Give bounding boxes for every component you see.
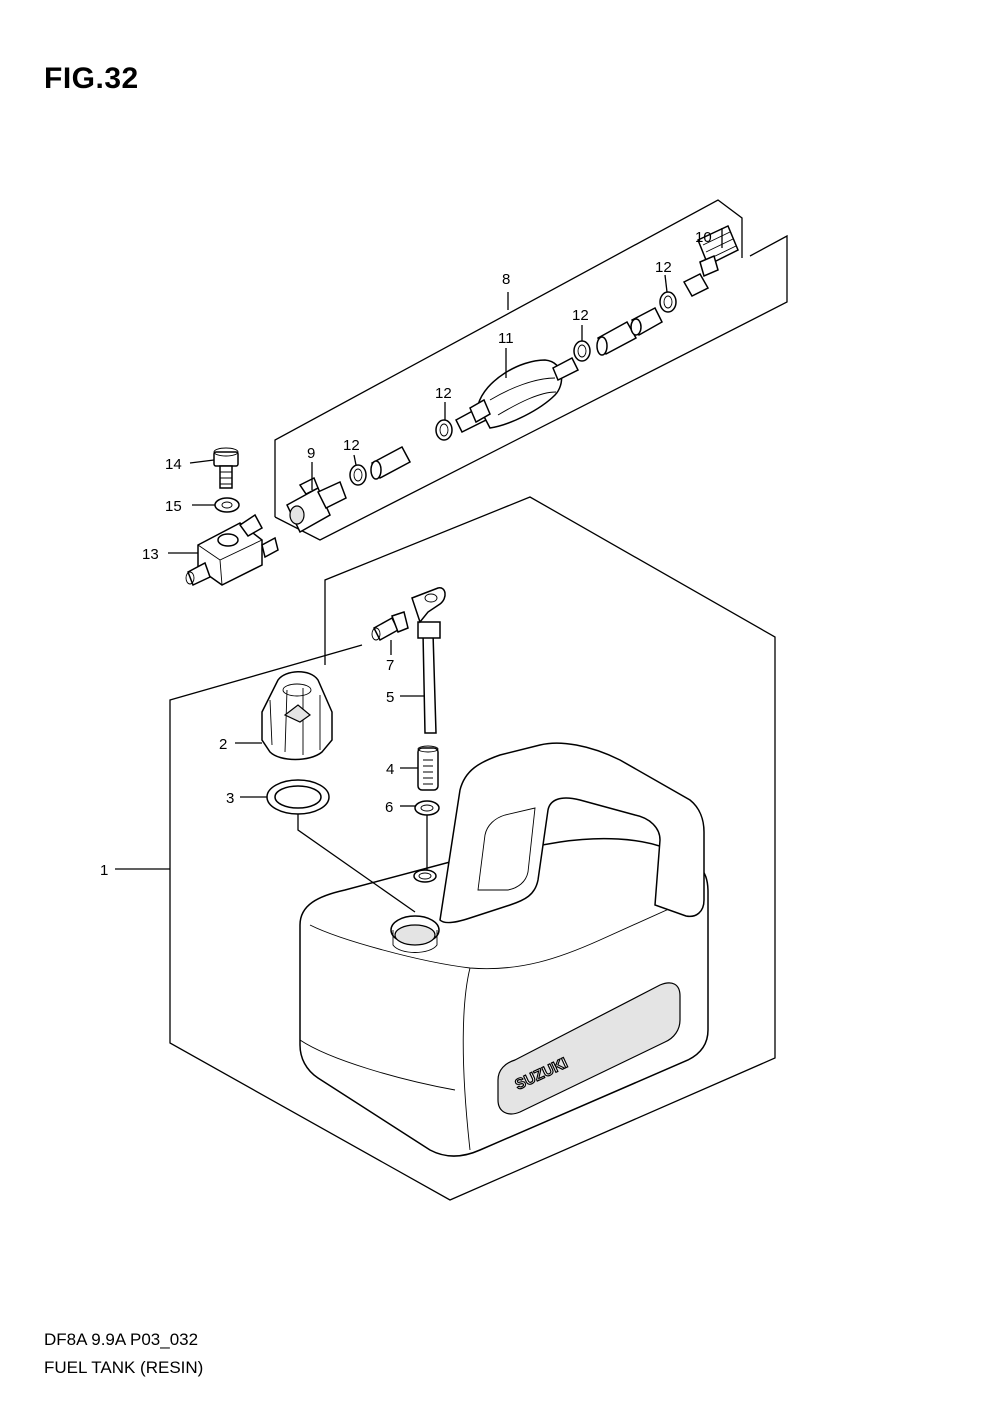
fuel-filter	[417, 745, 439, 791]
hose-clip-2	[435, 419, 453, 441]
tank-side-connector	[286, 476, 347, 534]
hose-clip-1	[349, 464, 367, 486]
callout-14: 14	[165, 456, 182, 473]
callout-11: 11	[498, 330, 514, 347]
filter-seal-ring	[414, 800, 440, 816]
callout-4: 4	[386, 761, 394, 778]
callout-10: 10	[695, 229, 712, 246]
callout-6: 6	[385, 799, 393, 816]
primer-bulb	[455, 356, 580, 434]
pickup-pipe	[411, 587, 446, 734]
callout-1: 1	[100, 862, 108, 879]
joint-washer	[214, 497, 240, 513]
callout-12-a: 12	[343, 437, 360, 454]
hose-segment-1	[370, 445, 412, 480]
fuel-tank: SUZUKI	[299, 742, 709, 1157]
callout-12-d: 12	[655, 259, 672, 276]
engine-side-connector	[682, 224, 739, 297]
hose-clip-4	[659, 291, 677, 313]
callout-12-b: 12	[435, 385, 452, 402]
callout-2: 2	[219, 736, 227, 753]
leader-lines	[115, 228, 723, 913]
callout-15: 15	[165, 498, 182, 515]
hose-clip-3	[573, 340, 591, 362]
tank-assembly-outline	[169, 496, 776, 1201]
callout-labels: 1 2 3 4 5 6 7 8 9 10 11 12 12 12 12 13 1…	[100, 229, 712, 879]
callout-13: 13	[142, 546, 159, 563]
callout-5: 5	[386, 689, 394, 706]
hose-segment-2	[596, 320, 638, 356]
callout-3: 3	[226, 790, 234, 807]
figure-title: FIG.32	[44, 62, 139, 95]
callout-7: 7	[386, 657, 394, 674]
air-vent-fitting	[371, 611, 409, 642]
joint-bolt	[213, 447, 239, 489]
callout-12-c: 12	[572, 307, 589, 324]
diagram-code: DF8A 9.9A P03_032	[44, 1330, 199, 1349]
callout-8: 8	[502, 271, 510, 288]
fuel-joint	[185, 513, 279, 587]
diagram-title: FUEL TANK (RESIN)	[44, 1358, 204, 1377]
fuel-cap	[261, 671, 333, 761]
hose-segment-3	[630, 306, 663, 337]
hose-assembly-outline	[274, 199, 788, 541]
callout-9: 9	[307, 445, 315, 462]
cap-gasket	[266, 779, 330, 815]
